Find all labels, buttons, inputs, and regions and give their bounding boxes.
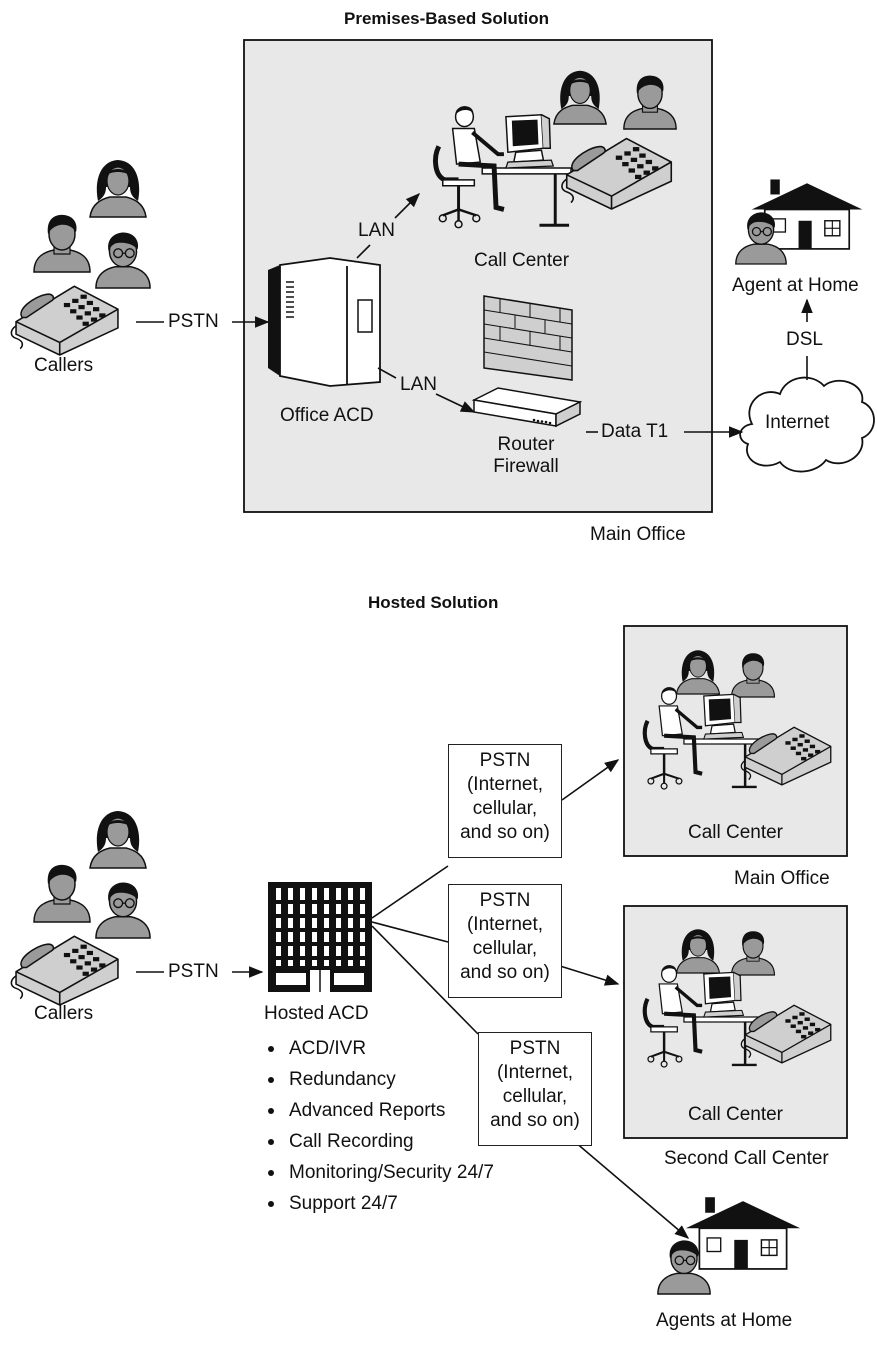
caller-glasses-icon	[95, 881, 151, 939]
agents-at-home-label: Agents at Home	[656, 1310, 793, 1331]
home-agent-premises	[735, 178, 864, 265]
office-acd-icon	[268, 257, 381, 387]
hosted-acd-label: Hosted ACD	[264, 1003, 369, 1024]
pstn-box-line: cellular,	[472, 938, 538, 959]
feature-item: Call Recording	[262, 1126, 494, 1157]
pstn-label-hosted: PSTN	[168, 961, 219, 982]
caller-male-icon	[33, 214, 91, 273]
data-t1-label: Data T1	[601, 421, 669, 442]
second-call-center-label: Second Call Center	[664, 1148, 829, 1169]
pstn-box-line: (Internet,	[496, 1062, 574, 1083]
agent-at-home-label: Agent at Home	[732, 275, 859, 296]
main-office-label-hosted: Main Office	[734, 868, 830, 889]
hosted-connectors	[136, 759, 690, 1239]
feature-item: Monitoring/Security 24/7	[262, 1157, 494, 1188]
house-icon	[684, 1196, 802, 1270]
pstn-box-line: cellular,	[502, 1086, 568, 1107]
pstn-box-2: PSTN (Internet, cellular, and so on)	[448, 884, 562, 998]
pstn-box-line: cellular,	[472, 798, 538, 819]
hosted-acd-building-icon	[268, 882, 372, 992]
call-center-label-2: Call Center	[687, 1104, 784, 1125]
lan-upper-label: LAN	[358, 220, 395, 241]
caller-female-icon	[89, 159, 147, 218]
office-acd-label: Office ACD	[280, 405, 374, 426]
pstn-label-premises: PSTN	[168, 311, 219, 332]
internet-label: Internet	[765, 412, 830, 433]
pstn-box-line: PSTN	[479, 890, 531, 911]
callers-group-premises	[10, 159, 151, 356]
router-label: Router	[497, 434, 555, 455]
pstn-box-line: (Internet,	[466, 774, 544, 795]
callers-label-premises: Callers	[34, 355, 94, 376]
hosted-title: Hosted Solution	[368, 593, 499, 612]
pstn-box-line: (Internet,	[466, 914, 544, 935]
pstn-box-1: PSTN (Internet, cellular, and so on)	[448, 744, 562, 858]
main-office-label-premises: Main Office	[590, 524, 686, 545]
premises-title: Premises-Based Solution	[344, 9, 550, 28]
feature-item: Redundancy	[262, 1064, 494, 1095]
pstn-box-line: PSTN	[479, 750, 531, 771]
desk-phone-icon	[10, 285, 119, 356]
call-center-label: Call Center	[474, 250, 570, 271]
pstn-box-line: and so on)	[490, 1110, 580, 1131]
feature-item: ACD/IVR	[262, 1033, 494, 1064]
caller-male-icon	[33, 864, 91, 923]
callers-group-hosted	[10, 810, 151, 1006]
router-firewall-icon	[471, 295, 583, 428]
callers-label-hosted: Callers	[34, 1003, 94, 1024]
feature-item: Advanced Reports	[262, 1095, 494, 1126]
hosted-features-list: ACD/IVR Redundancy Advanced Reports Call…	[262, 1033, 494, 1219]
dsl-label: DSL	[786, 329, 823, 350]
pstn-box-3: PSTN (Internet, cellular, and so on)	[478, 1032, 592, 1146]
lan-lower-label: LAN	[400, 374, 437, 395]
home-agents-hosted	[657, 1196, 802, 1295]
desk-phone-icon	[10, 935, 119, 1006]
firewall-label: Firewall	[493, 456, 559, 477]
feature-item: Support 24/7	[262, 1188, 494, 1219]
pstn-box-line: PSTN	[509, 1038, 561, 1059]
caller-female-icon	[89, 810, 147, 869]
pstn-box-line: and so on)	[460, 822, 550, 843]
pstn-box-line: and so on)	[460, 962, 550, 983]
internet-cloud-icon	[739, 376, 875, 473]
premises-connectors	[136, 192, 813, 438]
caller-glasses-icon	[95, 231, 151, 289]
call-center-label-1: Call Center	[687, 822, 784, 843]
